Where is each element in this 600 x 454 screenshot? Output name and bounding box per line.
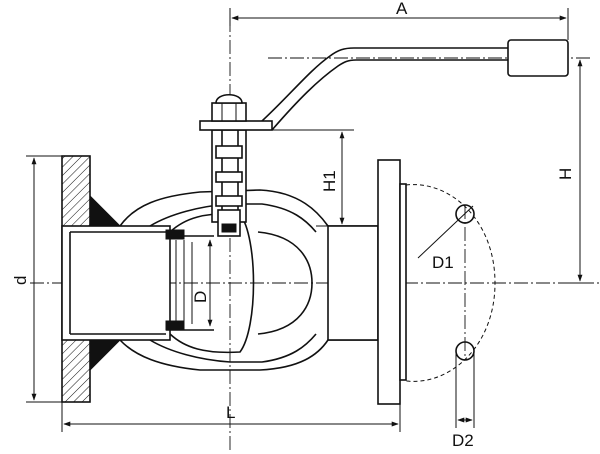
handle-lever (261, 39, 569, 131)
right-neck (327, 225, 379, 341)
seat-ring-top (165, 229, 185, 240)
dim-d2-label: D2 (452, 431, 474, 450)
lever-top-edge (261, 47, 512, 122)
stem-packing-low (215, 195, 243, 207)
seat-ring-bottom (165, 320, 185, 331)
dim-h-label: H (556, 168, 575, 180)
ball-outline (169, 212, 255, 354)
stem-nut-cap (215, 93, 243, 104)
left-spigot (61, 225, 171, 341)
right-flange (327, 159, 407, 405)
right-flange-face (399, 183, 407, 381)
dimensions: A H H1 d D D1 D2 L (11, 0, 592, 450)
dim-l-label: L (226, 403, 235, 422)
stem-packing-mid (215, 171, 243, 183)
spigot-outer (61, 225, 171, 341)
stem-key (221, 223, 237, 233)
right-flange-plate (377, 159, 401, 405)
stem-nut (211, 102, 247, 122)
left-weld-bottom (89, 339, 122, 372)
stem-packing-top (215, 145, 243, 159)
left-weld-top (89, 194, 122, 227)
stem-assembly (199, 93, 273, 237)
lever-bottom-edge (271, 59, 512, 131)
lever-grip (507, 39, 569, 77)
dim-h1-label: H1 (320, 170, 339, 192)
bolt-circle (405, 184, 496, 382)
dim-d1-label: D1 (432, 253, 454, 272)
bolt-hole-upper (455, 204, 475, 224)
valve-body (119, 189, 379, 371)
handle-plate (199, 120, 273, 131)
ball-cavity (257, 231, 313, 335)
dim-d-label: d (11, 276, 30, 285)
dim-a-label: A (396, 0, 408, 18)
d1-leader (417, 205, 474, 259)
dim-bore-d-label: D (191, 291, 210, 303)
